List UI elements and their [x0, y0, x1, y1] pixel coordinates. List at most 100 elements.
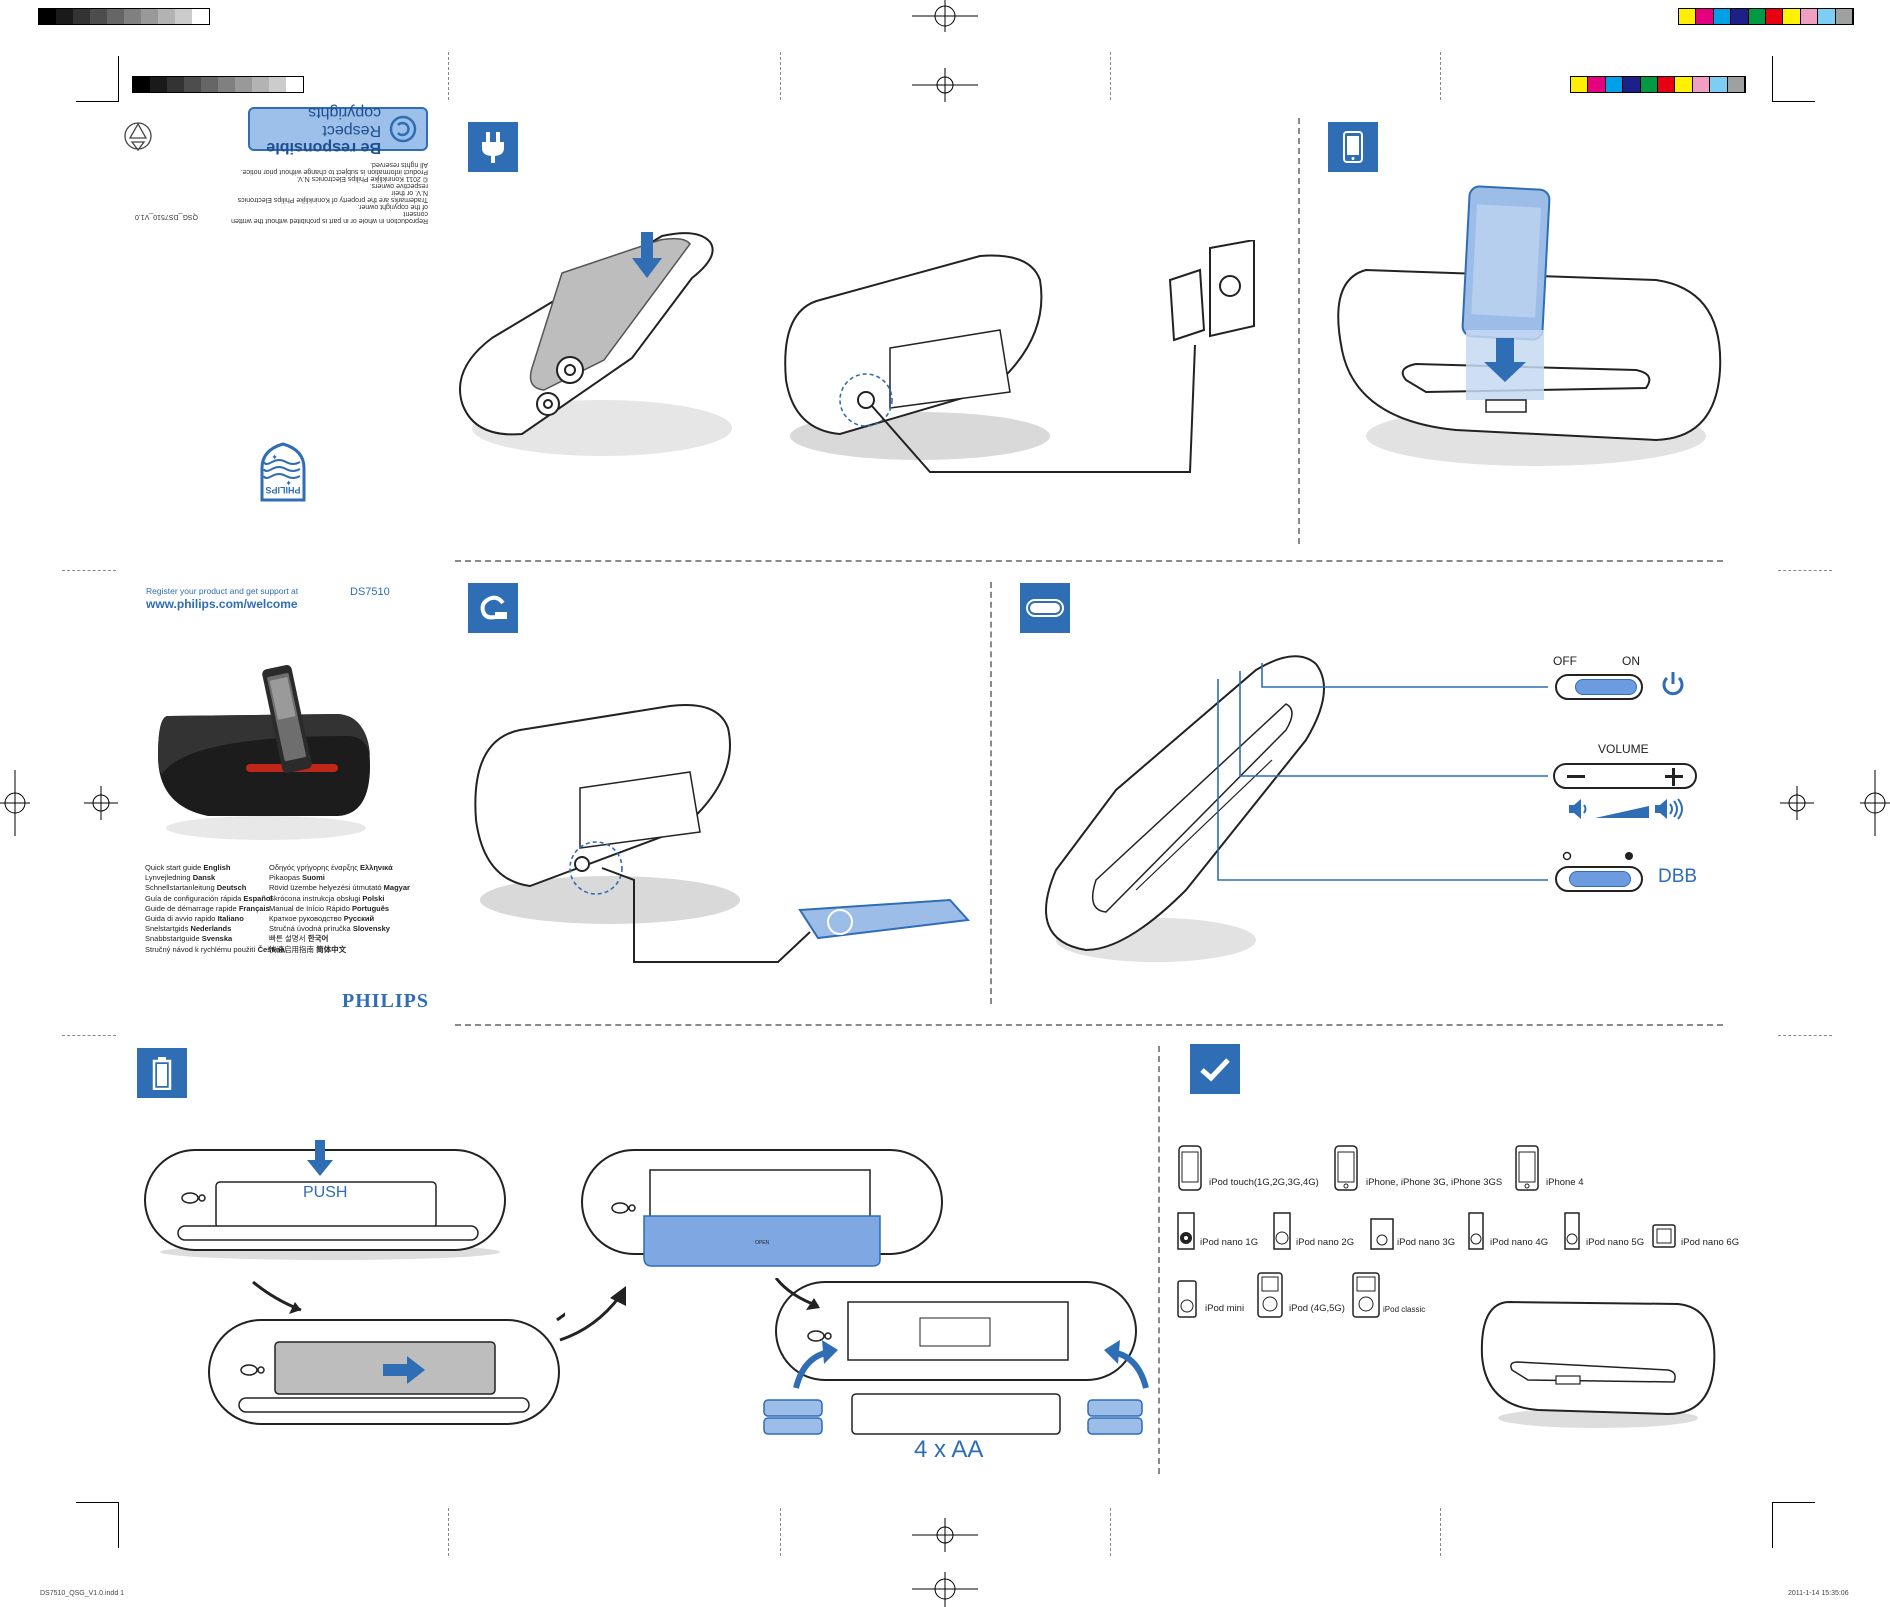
model-number: DS7510 [350, 586, 390, 598]
ipod-nano-icon [1177, 1212, 1195, 1250]
color-swatch [1783, 9, 1801, 24]
dbb-off-dot-icon [1562, 851, 1572, 861]
fold-mark [780, 1508, 781, 1556]
on-label: ON [1622, 654, 1640, 668]
language-list-left: Quick start guide English Lynvejledning … [145, 863, 285, 955]
compat-device-name: iPod (4G,5G) [1289, 1303, 1345, 1314]
compat-device-name: iPod nano 6G [1681, 1237, 1740, 1248]
control-leader-lines [1217, 663, 1548, 881]
compat-device-name: iPhone 4 [1546, 1177, 1584, 1188]
product-photo [158, 664, 370, 840]
battery-step-slide [208, 1280, 565, 1425]
ipod-icon [1257, 1272, 1283, 1318]
color-swatch [1710, 77, 1728, 92]
speaker-adapter-illustration [784, 240, 1255, 473]
compat-device-name: iPod touch(1G,2G,3G,4G) [1209, 1177, 1319, 1188]
svg-text:PHILIPS: PHILIPS [265, 485, 300, 495]
respect-copyrights-block: Reproduction in whole or in part is proh… [122, 104, 428, 224]
panel-divider [1158, 1046, 1160, 1474]
ipod-nano-icon [1273, 1212, 1291, 1250]
grayscale-bar-top [38, 8, 210, 25]
ipod-nano-icon [1370, 1218, 1394, 1250]
language-item: Stručný návod k rychlému použití Čeština [145, 944, 285, 954]
power-switch[interactable] [1555, 674, 1643, 700]
controls-speaker-illustration [1045, 655, 1325, 962]
fold-mark [62, 570, 116, 571]
ipod-nano-6g-icon [1652, 1224, 1676, 1248]
panel-divider [990, 582, 992, 1004]
color-swatch [1658, 77, 1676, 92]
ipod-classic-icon [1352, 1272, 1380, 1318]
doc-code: QSG_DS7510_V1.0 [134, 213, 198, 220]
language-item: Rövid üzembe helyezési útmutató Magyar [269, 883, 410, 893]
color-swatch [1640, 77, 1659, 92]
compat-device-name: iPod nano 2G [1296, 1237, 1355, 1248]
fold-mark [1440, 1508, 1441, 1556]
color-bar-top [1678, 8, 1854, 25]
color-swatch [1727, 77, 1746, 92]
compat-device-name: iPhone, iPhone 3G, iPhone 3GS [1366, 1177, 1503, 1188]
volume-up-icon[interactable] [1665, 768, 1683, 786]
panel-divider [455, 560, 1723, 562]
plug-icon [468, 122, 518, 172]
color-swatch [1818, 9, 1836, 24]
color-swatch [1713, 9, 1732, 24]
svg-text:✦: ✦ [271, 452, 278, 461]
color-swatch [1766, 9, 1784, 24]
color-swatch [1696, 9, 1714, 24]
color-swatch [1623, 77, 1641, 92]
dbb-switch[interactable] [1555, 866, 1643, 892]
registration-mark [1780, 786, 1814, 820]
register-text: Register your product and get support at [146, 586, 299, 596]
press-arrow [632, 232, 662, 278]
language-item: Skrócona instrukcja obsługi Polski [269, 893, 385, 903]
print-timestamp: 2011-1-14 15:35:06 [1788, 1590, 1849, 1597]
fold-mark [448, 52, 449, 100]
language-item: Schnellstartanleitung Deutsch [145, 883, 247, 893]
philips-shield-logo: PHILIPS ✦ ✦ [260, 442, 306, 502]
fold-mark [1110, 1508, 1111, 1556]
slider-switch-icon [1020, 583, 1070, 633]
fold-mark [1778, 1035, 1832, 1036]
language-item: Οδηγός γρήγορης έναρξης Ελληνικά [269, 863, 393, 872]
color-swatch [1835, 9, 1854, 24]
push-label: PUSH [303, 1184, 348, 1201]
volume-scale-icon [1569, 798, 1683, 820]
fold-mark [62, 1035, 116, 1036]
phone-icon [1328, 122, 1378, 172]
panel-divider [455, 1024, 1723, 1026]
speaker-rear-illustration [459, 232, 732, 456]
ipod-nano-icon [1564, 1212, 1580, 1250]
color-swatch [1748, 9, 1767, 24]
language-list-right: Οδηγός γρήγορης έναρξης Ελληνικά Pikaopa… [269, 863, 410, 955]
color-swatch [1692, 77, 1711, 92]
off-label: OFF [1553, 654, 1577, 668]
color-swatch [1731, 9, 1749, 24]
fold-mark [1440, 52, 1441, 100]
legal-text: Reproduction in whole or in part is proh… [231, 161, 428, 224]
language-item: 快速启用指南 简体中文 [269, 944, 347, 954]
color-swatch [1675, 77, 1693, 92]
registration-mark [912, 1572, 978, 1607]
volume-rocker[interactable] [1553, 763, 1697, 789]
color-swatch [1588, 77, 1606, 92]
aux-connection-illustration [474, 704, 970, 963]
dbb-label: DBB [1658, 866, 1698, 887]
compat-device-name: iPod nano 4G [1490, 1237, 1549, 1248]
color-swatch [1605, 77, 1624, 92]
battery-insert-illustration [763, 1278, 1149, 1435]
language-item: Snelstartgids Nederlands [145, 924, 232, 934]
volume-down-icon[interactable] [1567, 775, 1585, 778]
registration-mark [912, 1518, 978, 1552]
registration-mark [0, 770, 30, 836]
fold-mark [1778, 570, 1832, 571]
crop-mark [118, 1502, 119, 1548]
volume-label: VOLUME [1598, 742, 1649, 756]
battery-cover-removed [581, 1149, 943, 1267]
color-bar-inner [1570, 76, 1746, 93]
compat-device-name: iPod nano 3G [1397, 1237, 1456, 1248]
ipod-mini-icon [1177, 1280, 1197, 1318]
power-icon [1662, 672, 1684, 696]
support-url[interactable]: www.philips.com/welcome [146, 597, 298, 611]
color-swatch [1571, 77, 1589, 92]
